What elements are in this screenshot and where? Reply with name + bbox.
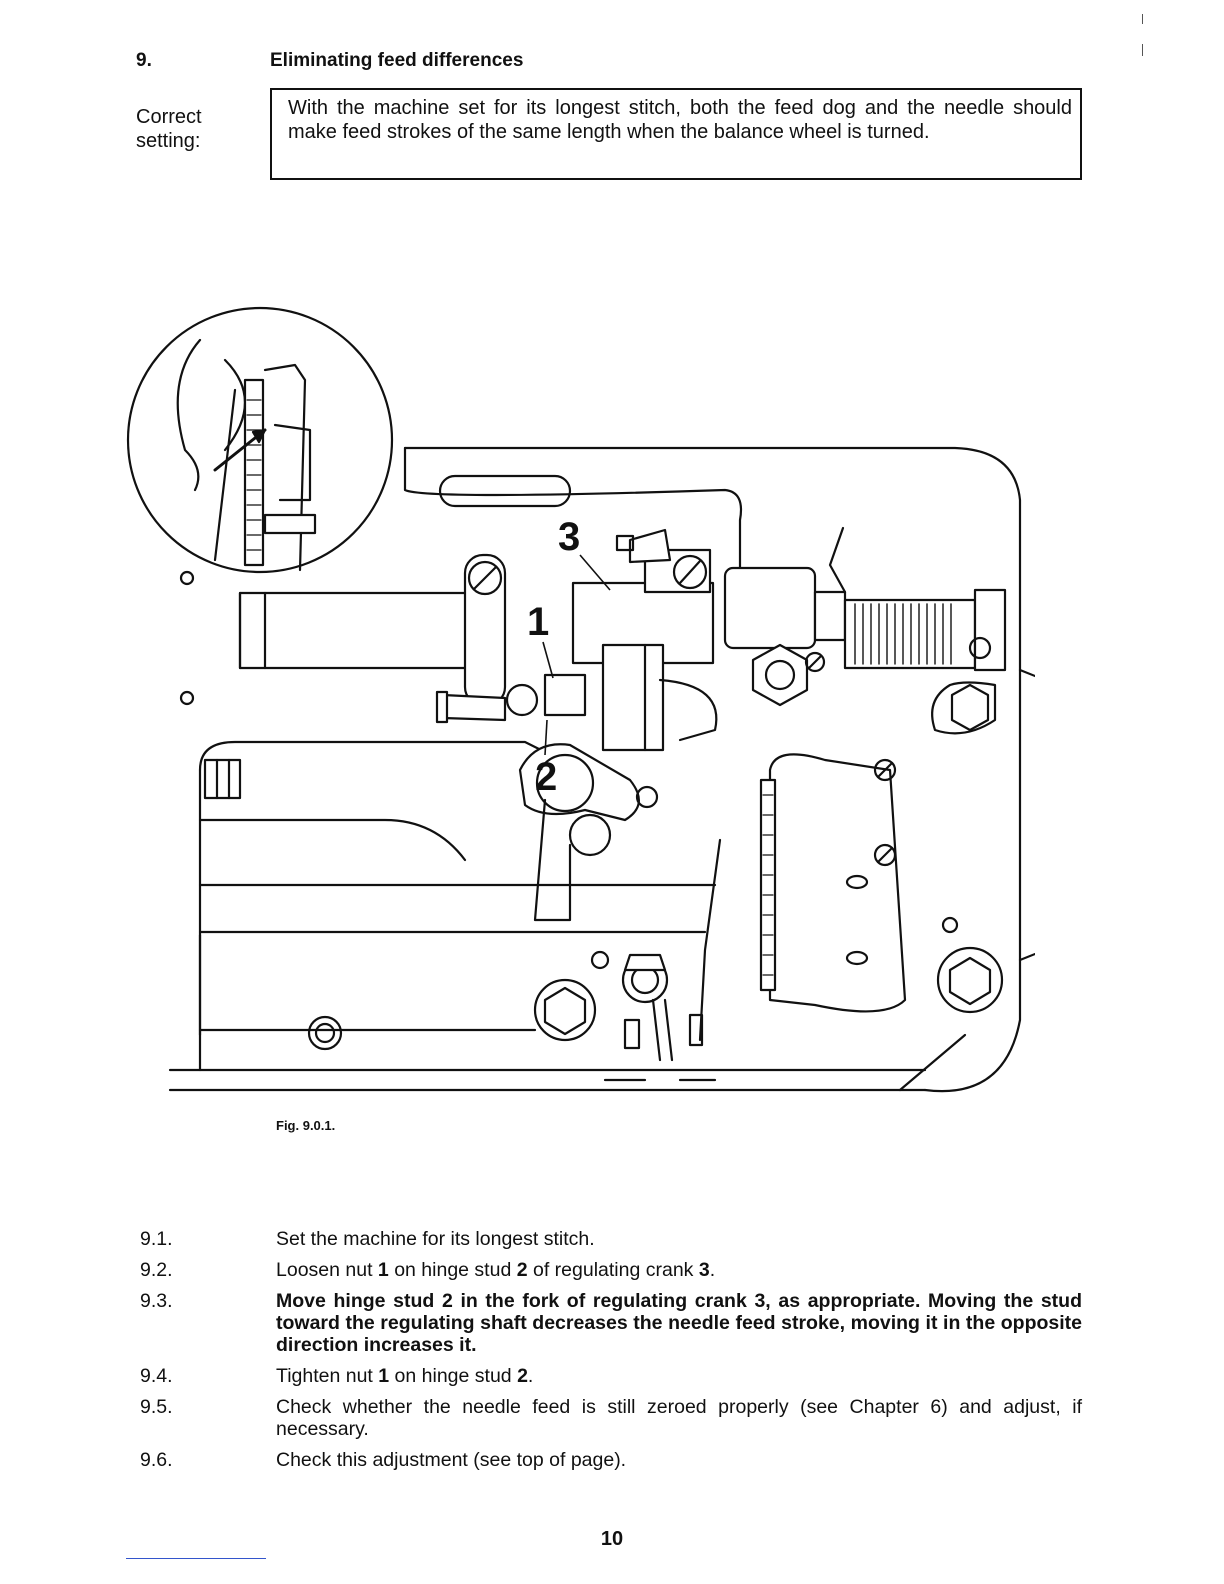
callout-1: 1 <box>527 600 549 644</box>
step-text-part: Set the machine for its longest stitch. <box>276 1228 595 1250</box>
step-text-part: . <box>527 1365 534 1387</box>
step-number: 9.3. <box>140 1290 173 1312</box>
procedure-steps: 9.1. Set the machine for its longest stit… <box>140 1228 1082 1480</box>
section-number: 9. <box>136 50 152 71</box>
step-item: 9.5. Check whether the needle feed is sti… <box>140 1396 1082 1440</box>
step-text-part: 2 <box>517 1365 528 1387</box>
step-text-part: 1 <box>378 1365 390 1387</box>
step-number: 9.4. <box>140 1365 173 1387</box>
step-text-part: . <box>709 1259 716 1281</box>
step-text-part: Move hinge stud 2 in the fork of regulat… <box>276 1290 1082 1356</box>
step-number: 9.2. <box>140 1259 173 1281</box>
step-text: Check this adjustment (see top of page). <box>276 1449 1082 1471</box>
step-text-part: of regulating crank <box>527 1259 699 1281</box>
machine-illustration: 3 1 2 <box>126 306 1035 1093</box>
step-text: Set the machine for its longest stitch. <box>276 1228 1082 1250</box>
margin-mark <box>1142 44 1143 56</box>
step-text-part: on hinge stud <box>388 1259 517 1281</box>
step-text: Loosen nut 1 on hinge stud 2 of regulati… <box>276 1259 1082 1281</box>
callout-3: 3 <box>558 515 580 559</box>
step-text-part: Check this adjustment (see top of page). <box>276 1449 627 1471</box>
figure-caption: Fig. 9.0.1. <box>276 1118 336 1133</box>
step-text: Move hinge stud 2 in the fork of regulat… <box>276 1290 1082 1356</box>
margin-mark <box>1142 14 1143 24</box>
step-number: 9.5. <box>140 1396 173 1418</box>
step-item: 9.3. Move hinge stud 2 in the fork of reg… <box>140 1290 1082 1356</box>
correct-setting-text: With the machine set for its longest sti… <box>288 97 1072 143</box>
section-title: Eliminating feed differences <box>270 50 524 71</box>
bottom-rule <box>126 1558 266 1559</box>
step-text-part: 3 <box>698 1259 710 1281</box>
page-number: 10 <box>600 1528 624 1550</box>
step-text-part: 1 <box>377 1259 389 1281</box>
step-text: Check whether the needle feed is still z… <box>276 1396 1082 1440</box>
step-number: 9.1. <box>140 1228 173 1250</box>
step-item: 9.2. Loosen nut 1 on hinge stud 2 of regu… <box>140 1259 1082 1281</box>
correct-setting-box: With the machine set for its longest sti… <box>270 88 1082 180</box>
step-item: 9.6. Check this adjustment (see top of pa… <box>140 1449 1082 1471</box>
step-text-part: Loosen nut <box>276 1259 378 1281</box>
step-text-part: Tighten nut <box>276 1365 379 1387</box>
step-number: 9.6. <box>140 1449 173 1471</box>
step-text-part: Check whether the needle feed is still z… <box>276 1396 1082 1440</box>
step-text-part: 2 <box>516 1259 528 1281</box>
correct-setting-label: Correct setting: <box>136 106 202 152</box>
step-text: Tighten nut 1 on hinge stud 2. <box>276 1365 1082 1387</box>
step-item: 9.1. Set the machine for its longest stit… <box>140 1228 1082 1250</box>
step-text-part: on hinge stud <box>389 1365 518 1387</box>
step-item: 9.4. Tighten nut 1 on hinge stud 2. <box>140 1365 1082 1387</box>
callout-2: 2 <box>535 755 557 799</box>
